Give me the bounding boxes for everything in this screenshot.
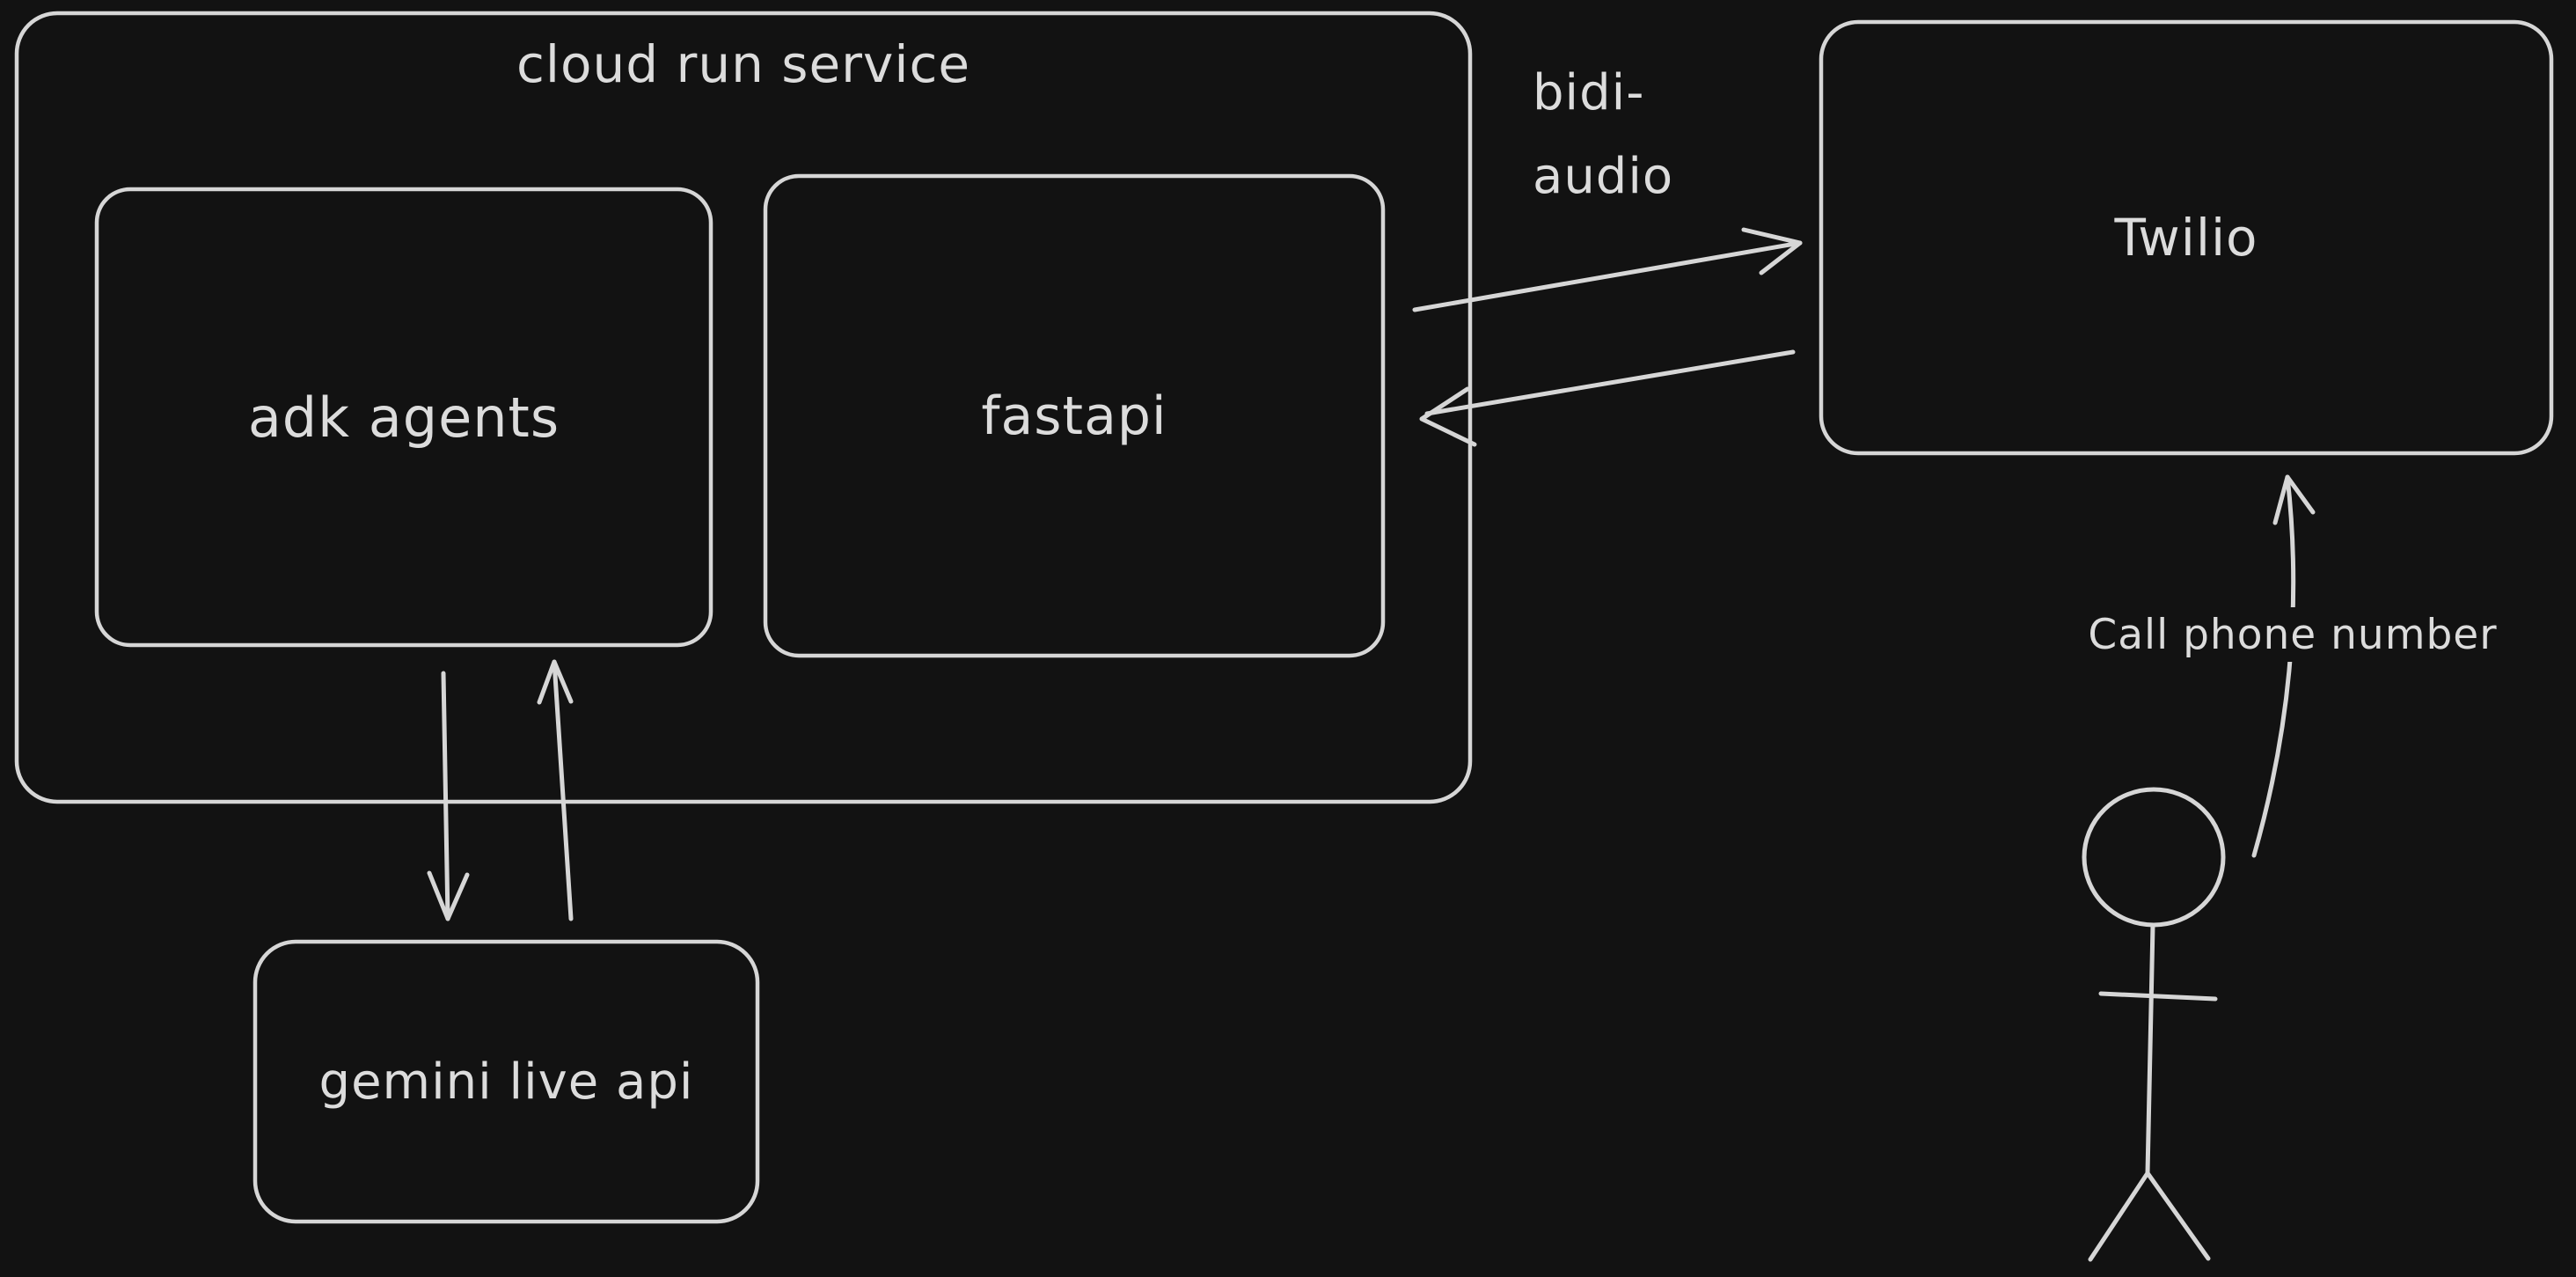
arrow-adk-to-gemini[interactable]	[427, 671, 470, 921]
stick-figure-icon[interactable]	[2082, 787, 2226, 1262]
gemini-live-api-label: gemini live api	[318, 1053, 694, 1111]
arrow-fastapi-to-twilio[interactable]	[1412, 227, 1803, 312]
cloud-run-service-label: cloud run service	[516, 34, 971, 94]
twilio-box[interactable]	[1819, 19, 2554, 456]
stick-figure-left-leg	[2088, 1171, 2150, 1262]
arrow-twilio-to-fastapi[interactable]	[1419, 349, 1796, 447]
adk-agents-box[interactable]	[94, 187, 714, 648]
stick-figure-head	[2082, 787, 2226, 928]
stick-figure-body	[2145, 922, 2155, 1176]
gemini-live-api-box[interactable]	[252, 939, 760, 1224]
fastapi-label: fastapi	[981, 385, 1167, 447]
call-phone-number-label: Call phone number	[2073, 607, 2513, 662]
stick-figure-right-leg	[2145, 1171, 2211, 1261]
bidi-audio-label: bidi- audio	[1533, 51, 1761, 218]
adk-agents-label: adk agents	[247, 385, 560, 450]
stick-figure-arms	[2098, 991, 2218, 1002]
arrow-user-to-twilio[interactable]	[2251, 474, 2316, 858]
bidi-audio-label-line1: bidi-	[1533, 64, 1645, 121]
bidi-audio-label-line2: audio	[1533, 148, 1674, 205]
fastapi-box[interactable]	[763, 173, 1386, 658]
twilio-label: Twilio	[2114, 208, 2258, 268]
arrow-gemini-to-adk[interactable]	[537, 659, 574, 921]
